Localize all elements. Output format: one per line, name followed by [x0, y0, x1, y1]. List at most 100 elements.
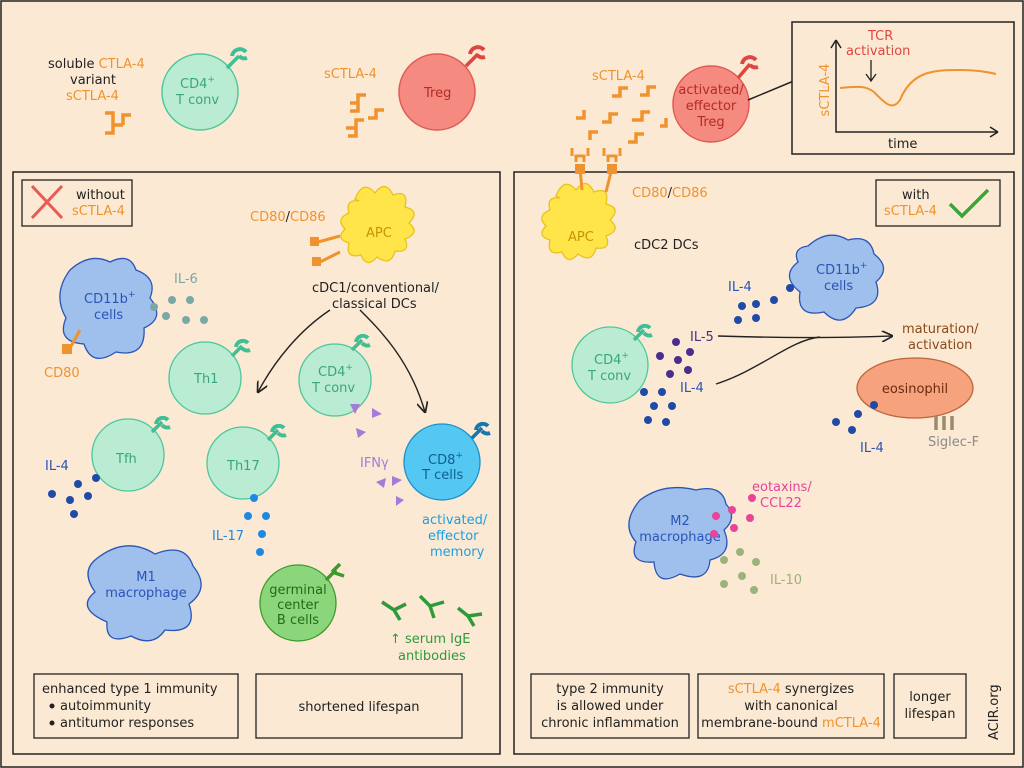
- longer-lifespan-box: longer lifespan: [893, 673, 967, 739]
- treg-cell: Treg: [398, 45, 486, 131]
- activated-treg-cell: activated/ effector Treg: [672, 55, 759, 143]
- cd4-tconv-top-cell: CD4+ T conv: [161, 47, 248, 131]
- svg-text:lifespan: lifespan: [904, 707, 955, 722]
- cd8-tcells-cell: CD8+ T cells: [403, 421, 491, 501]
- type1-immunity-box: enhanced type 1 immunity autoimmunity an…: [33, 673, 239, 739]
- cd8-act-2: effector: [428, 529, 479, 544]
- m1-macrophage-cell: M1 macrophage: [86, 545, 202, 642]
- ige-label-1: ↑ serum IgE: [390, 632, 470, 647]
- svg-text:B cells: B cells: [277, 613, 319, 628]
- cd4-tconv-left-cell: CD4+ T conv: [298, 333, 372, 417]
- il10-dots: [720, 548, 760, 594]
- ige-antibody-icons: [381, 594, 483, 627]
- maturation-label-2: activation: [908, 338, 972, 353]
- svg-text:T conv: T conv: [587, 369, 631, 384]
- without-sctla4-legend: without sCTLA-4: [21, 179, 133, 227]
- svg-text:M2: M2: [670, 514, 690, 529]
- svg-text:Treg: Treg: [423, 86, 451, 101]
- sctla4-dimers-treg: [346, 93, 384, 138]
- svg-text:CD4+: CD4+: [594, 351, 629, 368]
- th1-cell: Th1: [168, 338, 251, 415]
- apc-right-cell: APC: [541, 148, 622, 261]
- svg-text:type 2 immunity: type 2 immunity: [556, 682, 664, 697]
- svg-text:CD4+: CD4+: [318, 363, 353, 380]
- svg-text:longer: longer: [909, 690, 951, 705]
- svg-text:CD8+: CD8+: [428, 451, 463, 468]
- cd11b-cells-right: CD11b+ cells: [788, 234, 885, 321]
- m2-macrophage-cell: M2 macrophage: [628, 486, 733, 580]
- cd8-act-3: memory: [430, 545, 485, 560]
- sctla4-treg-label: sCTLA-4: [324, 67, 377, 82]
- svg-text:sCTLA-4: sCTLA-4: [818, 64, 833, 117]
- svg-text:APC: APC: [568, 230, 594, 245]
- svg-text:autoimmunity: autoimmunity: [60, 699, 151, 714]
- sctla4-dimers-act: [576, 85, 668, 144]
- svg-text:Tfh: Tfh: [115, 452, 137, 467]
- synergy-box: sCTLA-4 synergizes with canonical membra…: [697, 673, 885, 739]
- svg-text:T conv: T conv: [311, 381, 355, 396]
- ige-label-2: antibodies: [398, 649, 466, 664]
- il5-label: IL-5: [690, 330, 714, 345]
- il17-label: IL-17: [212, 529, 244, 544]
- svg-text:T cells: T cells: [421, 468, 463, 483]
- il6-dots: [150, 296, 208, 324]
- il4-top-dots: [734, 284, 794, 324]
- svg-text:Th1: Th1: [193, 372, 218, 387]
- cd11b-cells-left: CD11b+ cells CD80: [44, 257, 158, 381]
- checkmark-icon: [948, 188, 990, 219]
- il4-mid-label: IL-4: [680, 381, 704, 396]
- cross-icon: [30, 184, 64, 220]
- apc-left-cell: APC: [310, 185, 415, 266]
- svg-text:sCTLA-4: sCTLA-4: [72, 204, 125, 219]
- svg-text:sCTLA-4 synergizes: sCTLA-4 synergizes: [728, 682, 855, 697]
- cd80-cd86-right: CD80/CD86: [632, 186, 708, 201]
- svg-text:sCTLA-4: sCTLA-4: [884, 204, 937, 219]
- cd4-tconv-right-cell: CD4+ T conv: [571, 323, 653, 404]
- siglec-label: Siglec-F: [928, 435, 979, 450]
- svg-text:T conv: T conv: [175, 93, 219, 108]
- svg-text:TCR: TCR: [867, 29, 893, 44]
- germinal-center-bcells: germinal center B cells: [259, 562, 345, 642]
- eotaxin-dots: [710, 494, 756, 538]
- cdc1-label-1: cDC1/conventional/: [312, 281, 440, 296]
- svg-text:CD4+: CD4+: [180, 75, 215, 92]
- il5-dots: [656, 338, 694, 378]
- type2-immunity-box: type 2 immunity is allowed under chronic…: [530, 673, 690, 739]
- svg-text:macrophage: macrophage: [105, 586, 187, 601]
- eotaxins-label-1: eotaxins/: [752, 480, 812, 495]
- svg-text:cells: cells: [94, 308, 123, 323]
- svg-text:center: center: [277, 598, 319, 613]
- svg-text:macrophage: macrophage: [639, 530, 721, 545]
- svg-text:activation: activation: [846, 44, 910, 59]
- il4-eos-dots: [832, 401, 878, 434]
- svg-text:is allowed under: is allowed under: [557, 699, 664, 714]
- maturation-label-1: maturation/: [902, 322, 979, 337]
- svg-text:time: time: [888, 137, 917, 152]
- svg-text:M1: M1: [136, 570, 156, 585]
- ifng-label: IFNγ: [360, 456, 389, 471]
- svg-text:effector: effector: [686, 99, 737, 114]
- graph-pointer-line: [747, 79, 797, 101]
- sctla4-act-label: sCTLA-4: [592, 69, 645, 84]
- il4-top-label: IL-4: [728, 280, 752, 295]
- svg-text:shortened lifespan: shortened lifespan: [298, 700, 419, 715]
- svg-text:activated/: activated/: [678, 83, 744, 98]
- cd8-act-1: activated/: [422, 513, 488, 528]
- sctla4-time-graph: sCTLA-4 time TCR activation: [791, 21, 1015, 155]
- il10-label: IL-10: [770, 573, 802, 588]
- svg-text:eosinophil: eosinophil: [882, 382, 948, 397]
- sctla4-dimer-icon: [105, 111, 131, 135]
- eotaxins-label-2: CCL22: [760, 496, 802, 511]
- eosinophil-cell: eosinophil: [856, 357, 974, 430]
- cdc1-label-2: classical DCs: [332, 297, 417, 312]
- svg-text:sCTLA-4: sCTLA-4: [66, 89, 119, 104]
- svg-text:antitumor responses: antitumor responses: [60, 716, 194, 731]
- svg-text:chronic inflammation: chronic inflammation: [541, 716, 679, 731]
- th17-cell: Th17: [206, 423, 287, 500]
- svg-text:CD11b+: CD11b+: [816, 261, 867, 278]
- il4-left-dots: [48, 474, 100, 518]
- cd80-cd86-left: CD80/CD86: [250, 210, 326, 225]
- svg-text:without: without: [76, 188, 125, 203]
- il17-dots: [244, 494, 270, 556]
